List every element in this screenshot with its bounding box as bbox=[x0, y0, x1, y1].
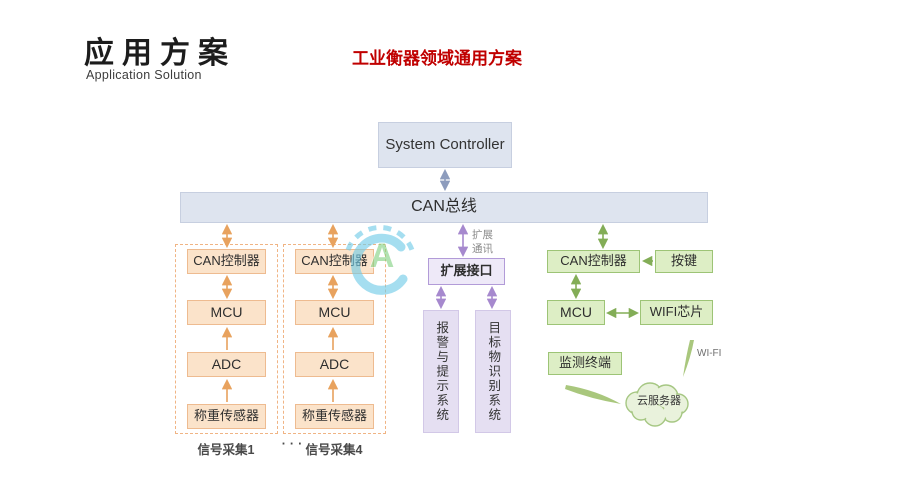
col4-sensor-box: 称重传感器 bbox=[295, 404, 374, 429]
wireless-can-controller-box: CAN控制器 bbox=[547, 250, 640, 273]
cloud-server-label: 云服务器 bbox=[637, 395, 681, 407]
expansion-interface-box: 扩展接口 bbox=[428, 258, 505, 285]
page-title: 应用方案 bbox=[84, 36, 236, 71]
col1-adc-box: ADC bbox=[187, 352, 266, 377]
signal-column-4-label: 信号采集4 bbox=[305, 443, 363, 457]
button-box: 按键 bbox=[655, 250, 713, 273]
wireless-mcu-box: MCU bbox=[547, 300, 605, 325]
col4-mcu-box: MCU bbox=[295, 300, 374, 325]
swoosh-wifi-cloud bbox=[683, 340, 694, 377]
monitor-terminal-box: 监测终端 bbox=[548, 352, 622, 375]
signal-column-1-label: 信号采集1 bbox=[197, 443, 255, 457]
wifi-text-label: WI-FI bbox=[697, 348, 722, 359]
col4-can-controller-box: CAN控制器 bbox=[295, 249, 374, 274]
columns-ellipsis: ··· bbox=[281, 437, 307, 451]
topic-heading: 工业衡器领域通用方案 bbox=[352, 49, 522, 68]
col1-sensor-box: 称重传感器 bbox=[187, 404, 266, 429]
alarm-system-label: 报警与提示系统 bbox=[434, 320, 449, 423]
alarm-system-box: 报警与提示系统 bbox=[423, 310, 459, 433]
col4-adc-box: ADC bbox=[295, 352, 374, 377]
expansion-comm-label: 扩展通讯 bbox=[472, 229, 493, 255]
col1-can-controller-box: CAN控制器 bbox=[187, 249, 266, 274]
target-system-box: 目标物识别系统 bbox=[475, 310, 511, 433]
system-controller-box: System Controller bbox=[378, 122, 512, 168]
target-system-label: 目标物识别系统 bbox=[486, 320, 501, 423]
can-bus-bar: CAN总线 bbox=[180, 192, 708, 223]
page-subtitle: Application Solution bbox=[86, 68, 202, 82]
col1-mcu-box: MCU bbox=[187, 300, 266, 325]
swoosh-terminal-cloud bbox=[565, 385, 621, 404]
wifi-chip-box: WIFI芯片 bbox=[640, 300, 713, 325]
